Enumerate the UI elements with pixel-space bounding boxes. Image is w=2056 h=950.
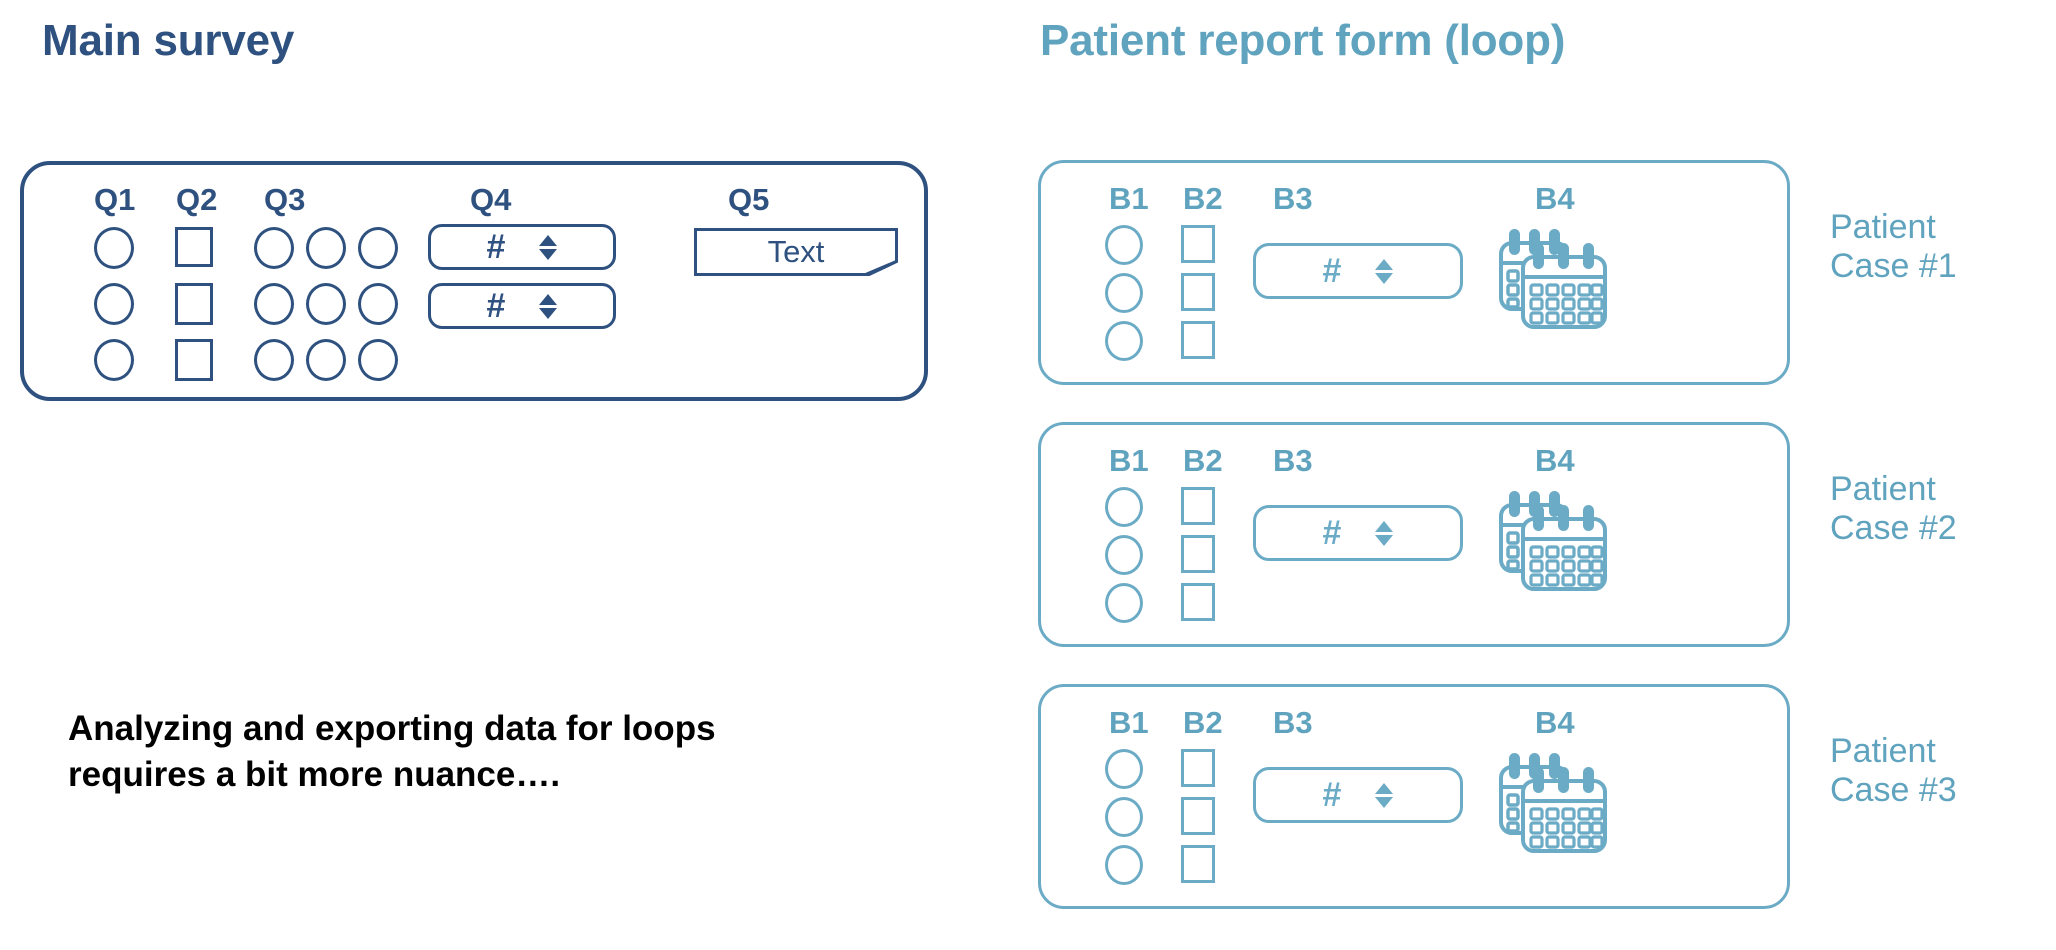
patient-report-form-title: Patient report form (loop) [1040,16,1566,65]
q3-radio-r3c2[interactable] [306,339,346,381]
column-label-q3: Q3 [264,182,306,217]
q5-text-field-value: Text [767,234,825,269]
q5-text-field-inner [697,231,895,273]
q3-radio-r2c2[interactable] [306,283,346,325]
patient-case-label-1-line1: Patient [1830,208,1936,246]
patient-case-label-2-line1: Patient [1830,470,1936,508]
q4-spinner-1-value: # [486,228,506,266]
patient-case-label-1-line2: Case #1 [1830,247,1957,286]
b3-spinner-value: # [1322,252,1342,290]
b1-radio-2[interactable] [1105,797,1143,837]
b2-checkbox-1[interactable] [1181,487,1215,525]
patient-case-label-2: Patient Case #2 [1830,470,2056,549]
calendar-icon[interactable] [1497,485,1609,593]
main-survey-title: Main survey [42,16,295,65]
q4-number-spinner-2[interactable]: # [428,283,616,329]
chevron-down-icon[interactable] [539,307,558,319]
b1-radio-3[interactable] [1105,583,1143,623]
patient-case-label-1: Patient Case #1 [1830,208,2056,287]
column-label-b2: B2 [1183,443,1223,478]
b2-checkbox-2[interactable] [1181,273,1215,311]
chevron-down-icon[interactable] [1375,796,1394,808]
b3-spinner-value: # [1322,776,1342,814]
chevron-down-icon[interactable] [1375,534,1394,546]
column-label-b3: B3 [1273,705,1313,740]
column-label-b3: B3 [1273,181,1313,216]
patient-case-card-2: B1 B2 B3 # B4 [1038,422,1790,647]
column-label-b1: B1 [1109,443,1149,478]
q1-radio-1[interactable] [94,227,134,269]
column-label-b4: B4 [1535,705,1575,740]
caption-line-1: Analyzing and exporting data for loops [68,709,716,748]
b2-checkbox-2[interactable] [1181,797,1215,835]
q1-radio-3[interactable] [94,339,134,381]
column-label-b1: B1 [1109,705,1149,740]
main-survey-card: Q1 Q2 Q3 Q4 # # Q5 [20,161,928,401]
b2-checkbox-1[interactable] [1181,749,1215,787]
q2-checkbox-1[interactable] [175,227,213,267]
q4-spinner-2-value: # [486,287,506,325]
chevron-up-icon[interactable] [1375,258,1394,270]
caption-text: Analyzing and exporting data for loops r… [68,706,888,798]
patient-case-card-3: B1 B2 B3 # B4 [1038,684,1790,909]
b3-number-spinner[interactable]: # [1253,505,1463,561]
spinner-arrows-icon[interactable] [1375,520,1394,546]
spinner-arrows-icon[interactable] [539,234,558,260]
patient-case-label-3-line2: Case #3 [1830,771,1957,810]
column-label-b2: B2 [1183,181,1223,216]
b3-number-spinner[interactable]: # [1253,767,1463,823]
b2-checkbox-3[interactable] [1181,321,1215,359]
b2-checkbox-1[interactable] [1181,225,1215,263]
calendar-icon[interactable] [1497,747,1609,855]
b3-spinner-value: # [1322,514,1342,552]
calendar-icon[interactable] [1497,223,1609,331]
column-label-b2: B2 [1183,705,1223,740]
q3-radio-r1c3[interactable] [358,227,398,269]
q3-radio-r2c1[interactable] [254,283,294,325]
chevron-up-icon[interactable] [539,234,558,246]
b1-radio-3[interactable] [1105,845,1143,885]
b3-number-spinner[interactable]: # [1253,243,1463,299]
b1-radio-1[interactable] [1105,487,1143,527]
chevron-up-icon[interactable] [1375,520,1394,532]
b1-radio-1[interactable] [1105,749,1143,789]
q2-checkbox-3[interactable] [175,339,213,381]
q2-checkbox-2[interactable] [175,283,213,325]
b2-checkbox-3[interactable] [1181,583,1215,621]
spinner-arrows-icon[interactable] [1375,258,1394,284]
chevron-down-icon[interactable] [1375,272,1394,284]
column-label-q5: Q5 [728,182,770,217]
column-label-q1: Q1 [94,182,136,217]
patient-case-label-2-line2: Case #2 [1830,509,1957,548]
patient-case-card-1: B1 B2 B3 # B4 [1038,160,1790,385]
patient-case-label-3: Patient Case #3 [1830,732,2056,811]
chevron-up-icon[interactable] [539,293,558,305]
b1-radio-2[interactable] [1105,535,1143,575]
column-label-b1: B1 [1109,181,1149,216]
q3-radio-r1c2[interactable] [306,227,346,269]
column-label-b3: B3 [1273,443,1313,478]
spinner-arrows-icon[interactable] [1375,782,1394,808]
q5-text-field[interactable]: Text [694,228,898,276]
column-label-q2: Q2 [176,182,218,217]
patient-case-label-3-line1: Patient [1830,732,1936,770]
b1-radio-1[interactable] [1105,225,1143,265]
q3-radio-r3c1[interactable] [254,339,294,381]
b1-radio-3[interactable] [1105,321,1143,361]
column-label-b4: B4 [1535,181,1575,216]
q1-radio-2[interactable] [94,283,134,325]
chevron-up-icon[interactable] [1375,782,1394,794]
q3-radio-r2c3[interactable] [358,283,398,325]
column-label-q4: Q4 [470,182,512,217]
column-label-b4: B4 [1535,443,1575,478]
spinner-arrows-icon[interactable] [539,293,558,319]
q4-number-spinner-1[interactable]: # [428,224,616,270]
b1-radio-2[interactable] [1105,273,1143,313]
chevron-down-icon[interactable] [539,248,558,260]
b2-checkbox-3[interactable] [1181,845,1215,883]
b2-checkbox-2[interactable] [1181,535,1215,573]
q3-radio-r3c3[interactable] [358,339,398,381]
q3-radio-r1c1[interactable] [254,227,294,269]
caption-line-2: requires a bit more nuance…. [68,755,561,795]
